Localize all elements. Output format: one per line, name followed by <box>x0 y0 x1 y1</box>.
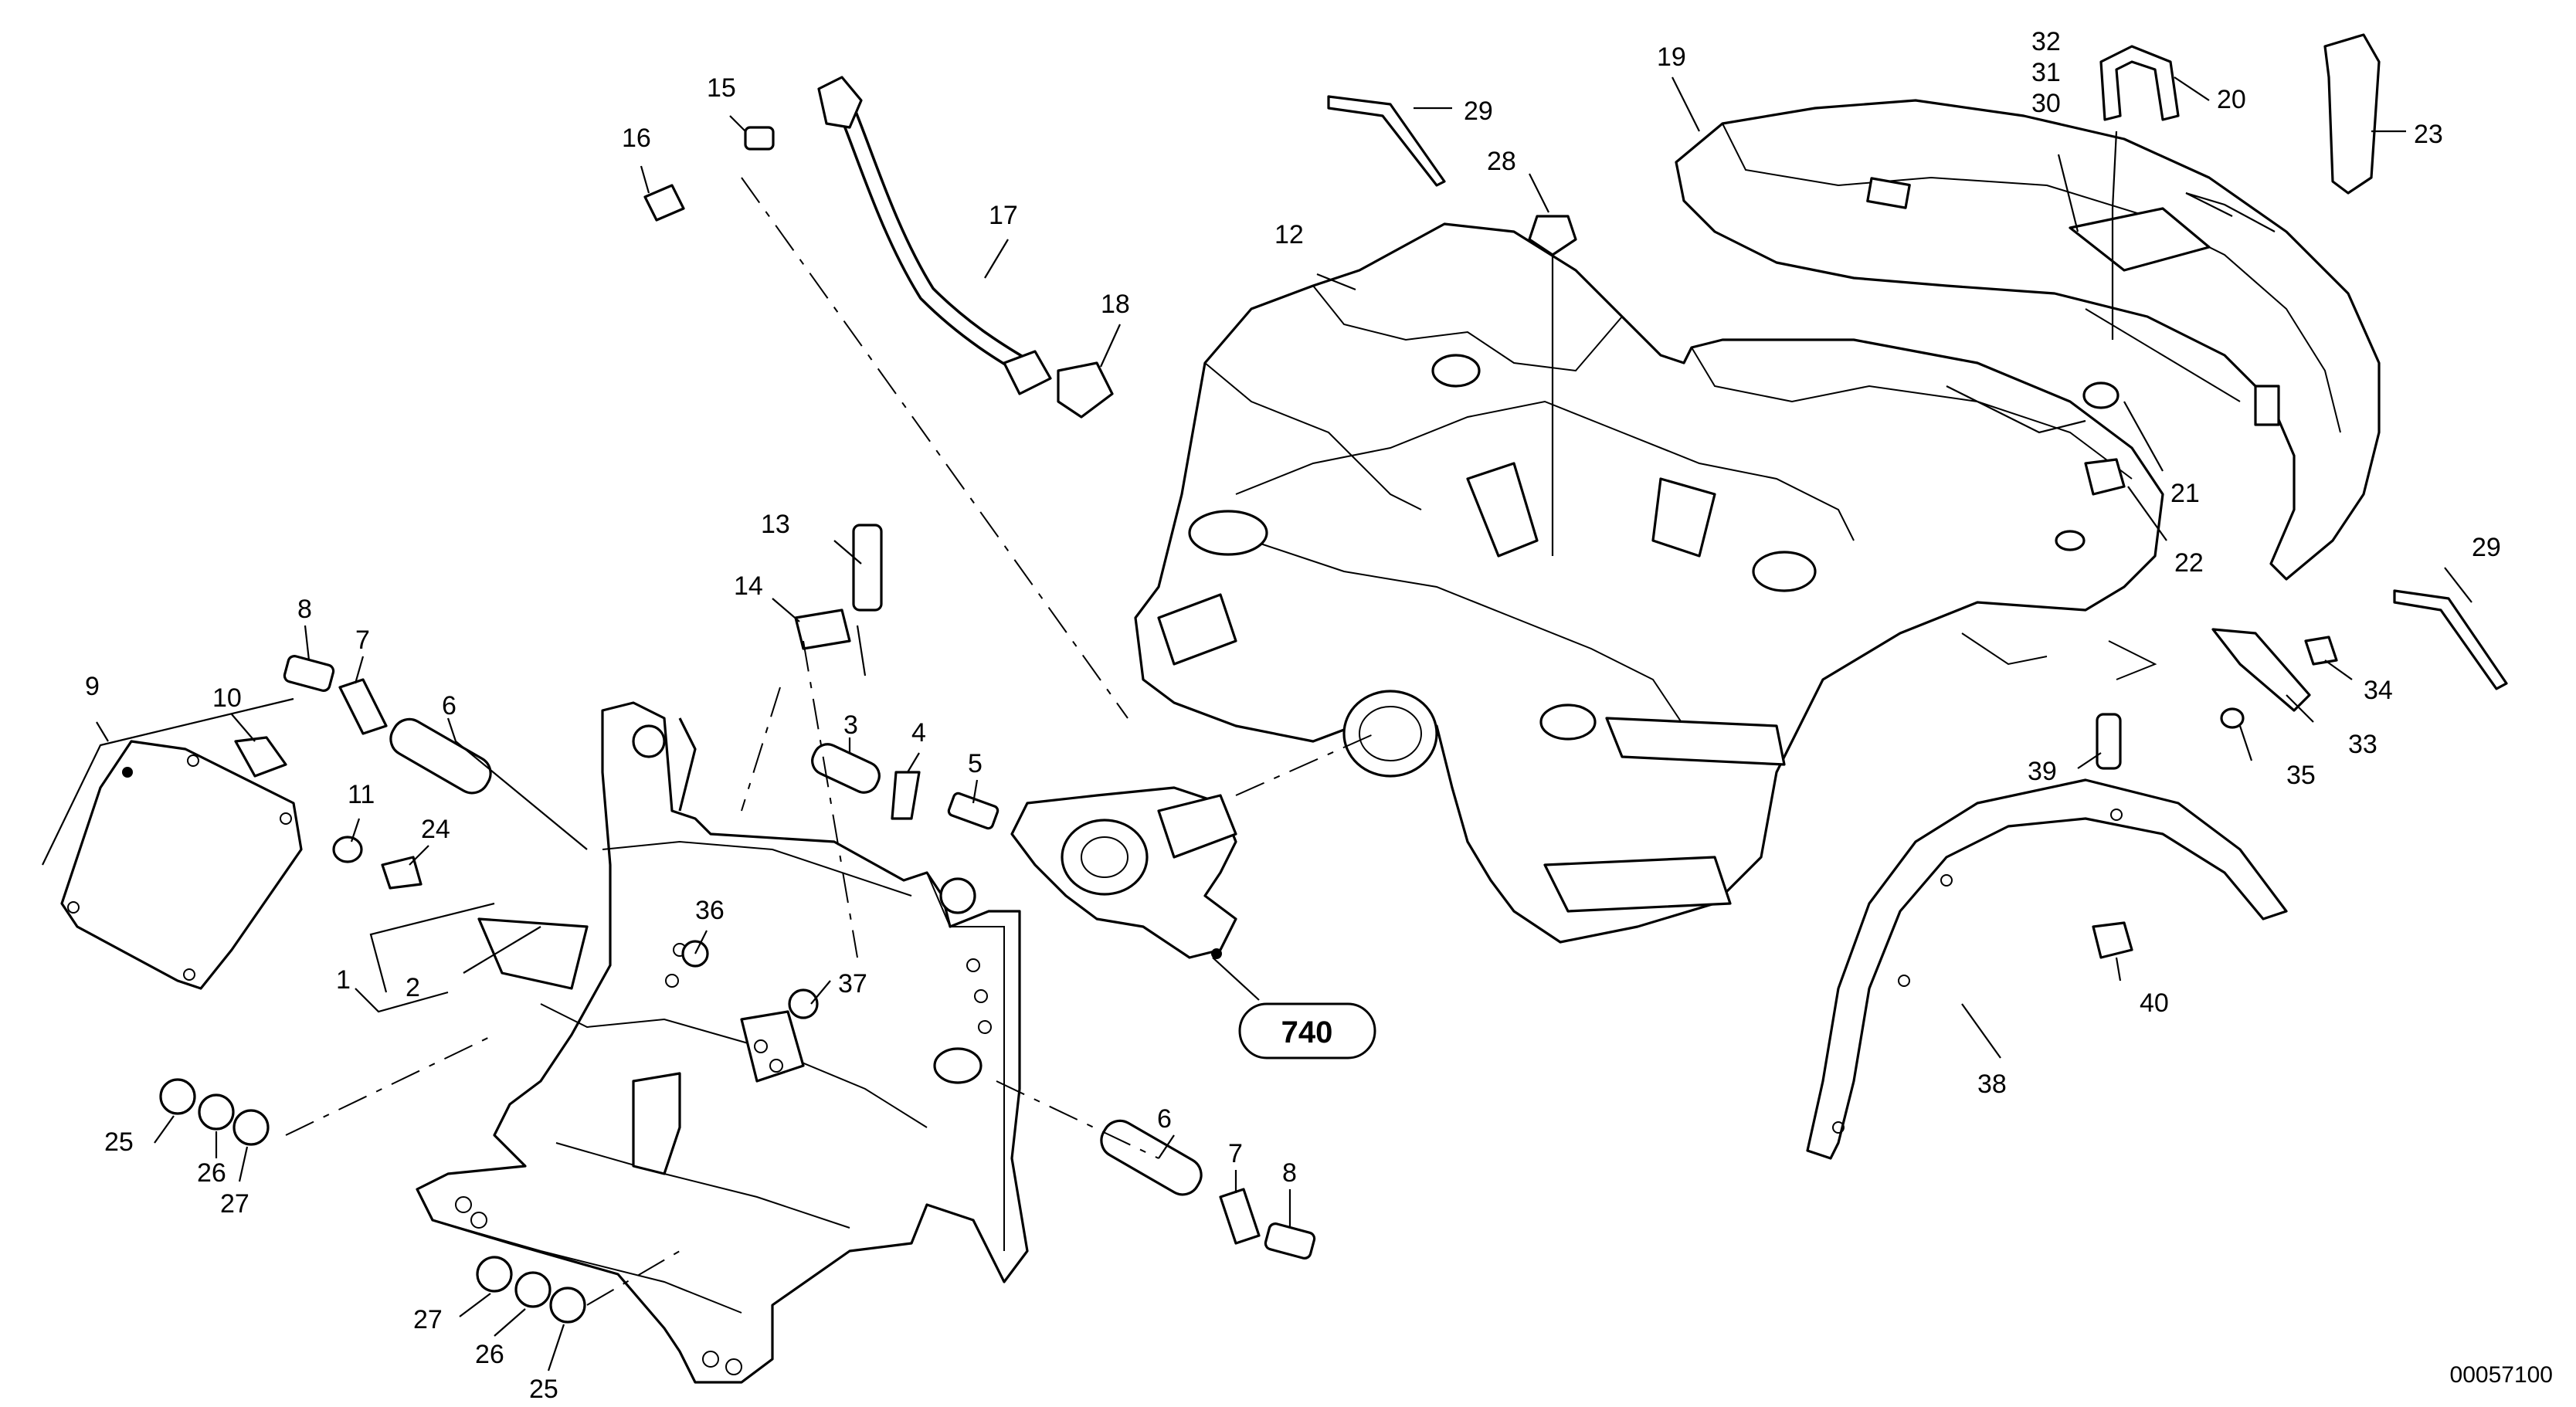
label-3: 3 <box>843 710 858 740</box>
drawing-number: 00057100 <box>2450 1362 2553 1388</box>
label-5: 5 <box>968 749 983 778</box>
label-26a: 26 <box>197 1158 226 1188</box>
label-9: 9 <box>85 672 100 701</box>
label-12: 12 <box>1274 220 1304 249</box>
hose-part-17 <box>817 76 1052 395</box>
label-25a: 25 <box>104 1127 134 1157</box>
label-31: 31 <box>2031 58 2061 87</box>
label-29b: 29 <box>2472 533 2501 562</box>
label-2: 2 <box>406 973 420 1002</box>
label-19: 19 <box>1657 42 1686 72</box>
callout-labels: 1 2 3 4 5 6 6 7 7 8 8 9 10 11 12 13 14 1… <box>85 27 2501 1404</box>
centerlines <box>285 177 1376 1306</box>
label-1: 1 <box>336 965 351 995</box>
label-39: 39 <box>2028 757 2057 786</box>
label-26b: 26 <box>475 1340 504 1369</box>
label-30: 30 <box>2031 89 2061 118</box>
label-7b: 7 <box>1228 1139 1243 1168</box>
cover-plate-part-9 <box>60 740 303 990</box>
label-4: 4 <box>911 718 926 748</box>
label-18: 18 <box>1101 290 1130 319</box>
label-32: 32 <box>2031 27 2061 56</box>
label-37: 37 <box>838 969 867 998</box>
label-35: 35 <box>2286 761 2316 790</box>
small-fasteners <box>159 33 2508 1324</box>
reference-box-label: 740 <box>1281 1015 1333 1049</box>
label-40: 40 <box>2140 988 2169 1018</box>
label-11: 11 <box>348 780 375 809</box>
label-15: 15 <box>707 73 736 103</box>
reference-box-740[interactable]: 740 <box>1238 1002 1376 1059</box>
label-7a: 7 <box>355 626 370 655</box>
label-21: 21 <box>2170 479 2200 508</box>
label-8a: 8 <box>297 595 312 624</box>
main-frame-part-12 <box>1134 222 2164 944</box>
label-10: 10 <box>212 683 242 713</box>
label-6a: 6 <box>442 691 456 720</box>
counterweight-part-19 <box>1675 99 2381 581</box>
label-24: 24 <box>421 815 450 844</box>
label-14: 14 <box>734 571 763 601</box>
label-23: 23 <box>2414 120 2443 149</box>
label-27a: 27 <box>220 1189 249 1219</box>
label-34: 34 <box>2364 676 2393 705</box>
label-29a: 29 <box>1464 97 1493 126</box>
label-8b: 8 <box>1282 1158 1297 1188</box>
axle-joint-assembly <box>1010 786 1237 959</box>
front-frame-part-1-2 <box>416 701 1029 1384</box>
mudguard-part-38 <box>1806 778 2288 1160</box>
label-36: 36 <box>695 896 725 925</box>
label-28: 28 <box>1487 147 1516 176</box>
label-16: 16 <box>622 124 651 153</box>
label-25b: 25 <box>529 1375 558 1404</box>
label-27b: 27 <box>413 1305 443 1334</box>
leader-lines <box>42 76 2472 1371</box>
label-6b: 6 <box>1157 1104 1172 1134</box>
label-33: 33 <box>2348 730 2377 759</box>
label-38: 38 <box>1977 1070 2007 1099</box>
label-17: 17 <box>989 201 1018 230</box>
label-20: 20 <box>2217 85 2246 114</box>
label-22: 22 <box>2174 548 2204 578</box>
label-13: 13 <box>761 510 790 539</box>
